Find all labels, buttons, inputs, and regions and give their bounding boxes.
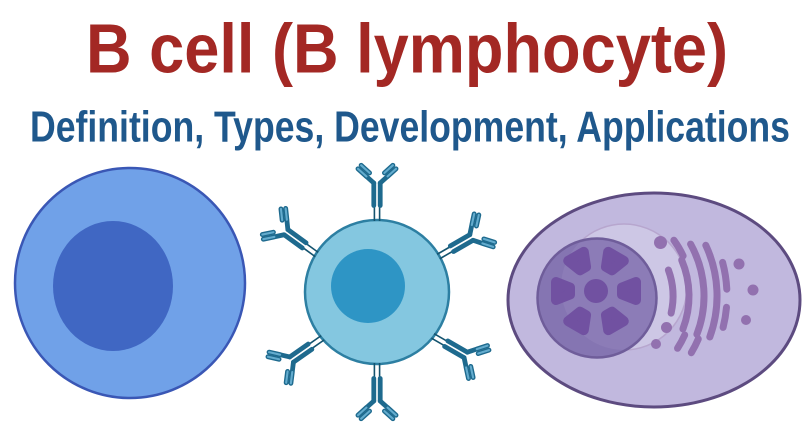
svg-text:Definition, Types, Development: Definition, Types, Development, Applicat… [30,104,790,152]
svg-text:B cell (B lymphocyte): B cell (B lymphocyte) [86,10,728,88]
